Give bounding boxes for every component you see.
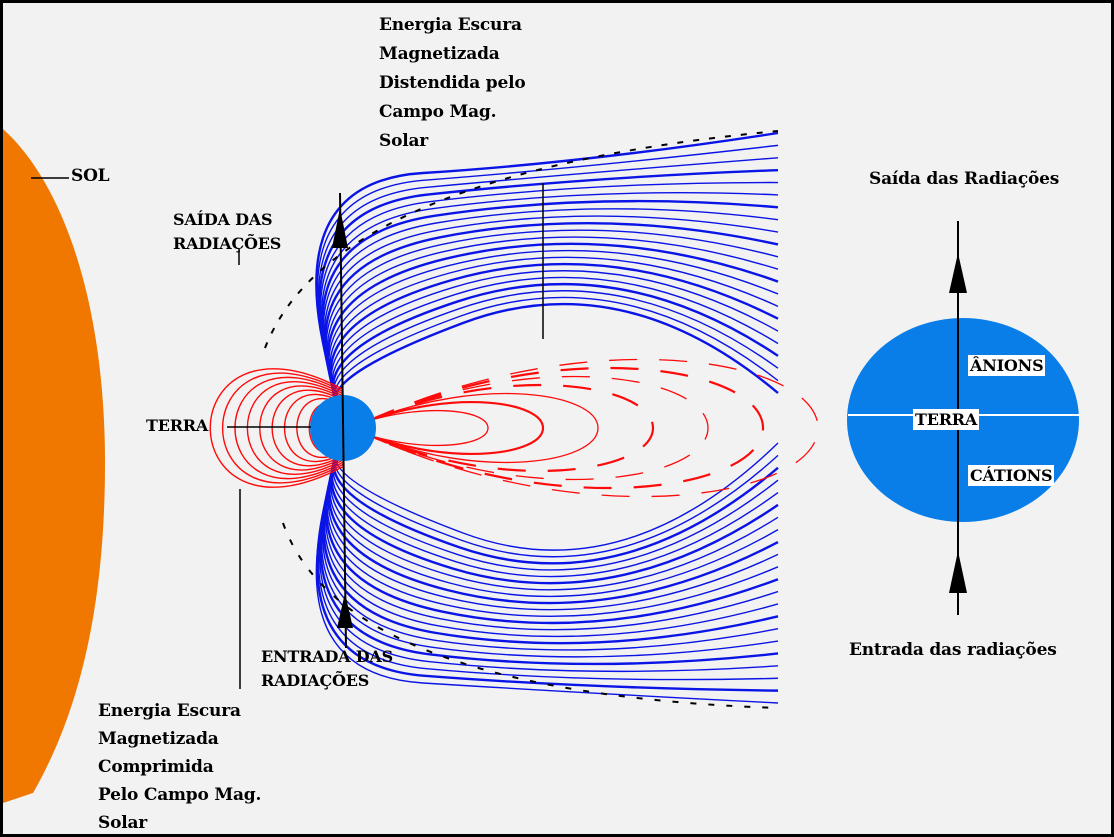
field-line-bottom [323, 442, 779, 638]
inner-loop-dayside [259, 385, 344, 471]
anions-label: ÂNIONS [968, 355, 1046, 376]
field-line-bottom [325, 442, 779, 625]
compressed-line-5: Solar [98, 813, 148, 833]
compressed-line-2: Magnetizada [98, 729, 219, 749]
inner-loop-nightside [367, 400, 545, 456]
field-line-top [315, 131, 779, 414]
field-line-top [328, 249, 779, 414]
distended-energy-label: Energia Escura Magnetizada Distendida pe… [379, 11, 526, 156]
field-line-top [322, 208, 779, 414]
distended-line-4: Campo Mag. [379, 102, 497, 122]
sun-body [3, 129, 105, 803]
inner-loop-nightside [367, 375, 709, 481]
field-line-top [330, 270, 779, 414]
field-line-bottom [317, 442, 779, 681]
compressed-line-4: Pelo Campo Mag. [98, 785, 262, 805]
distended-line-5: Solar [379, 131, 429, 151]
arrow-up-left-bottom [337, 593, 353, 628]
field-line-bottom [322, 442, 779, 645]
field-line-top [324, 222, 779, 414]
field-line-bottom [332, 442, 779, 565]
inner-loop-nightside [367, 409, 489, 447]
radiation-entry-left-label: ENTRADA DAS RADIAÇÕES [261, 645, 393, 693]
field-line-bottom [327, 442, 779, 605]
inner-loop-dayside [209, 368, 344, 488]
earth-left-label: TERRA [146, 416, 209, 435]
exit-left-line-1: SAÍDA DAS [173, 210, 273, 229]
field-line-top [326, 242, 779, 414]
field-line-top [320, 192, 779, 414]
field-line-top [323, 215, 779, 414]
inner-loop-dayside [246, 381, 344, 475]
inner-loop-nightside [367, 367, 765, 489]
field-line-bottom [333, 442, 779, 558]
inner-loop-dayside [296, 398, 344, 458]
field-line-bottom [330, 442, 779, 585]
field-line-bottom [328, 442, 779, 598]
field-line-top [331, 282, 779, 414]
arrow-up-right-top [949, 253, 967, 293]
boundary-top [264, 130, 779, 349]
inner-loop-nightside [367, 358, 819, 498]
inner-loop-dayside [283, 394, 344, 462]
distended-line-3: Distendida pelo [379, 73, 526, 93]
field-line-top [333, 302, 779, 414]
field-line-top [328, 256, 779, 414]
field-line-bottom [321, 442, 779, 651]
compressed-line-3: Comprimida [98, 757, 214, 777]
compressed-field-lines [264, 130, 779, 709]
distended-line-1: Energia Escura [379, 15, 522, 35]
field-line-bottom [331, 442, 779, 578]
inner-field-lines [209, 358, 819, 498]
distended-line-2: Magnetizada [379, 44, 500, 64]
field-line-bottom [334, 442, 779, 551]
field-line-bottom [320, 442, 779, 658]
radiation-exit-right-label: Saída das Radiações [869, 169, 1060, 189]
field-line-top [332, 290, 779, 414]
inner-loop-dayside [271, 389, 344, 467]
field-line-bottom [326, 442, 779, 618]
radiation-entry-right-label: Entrada das radiações [849, 640, 1057, 660]
field-line-bottom [316, 442, 779, 692]
field-line-top [329, 262, 779, 414]
field-line-bottom [319, 442, 779, 666]
field-line-bottom [329, 442, 779, 591]
field-line-top [318, 168, 779, 414]
field-line-bottom [332, 442, 779, 571]
field-line-bottom [327, 442, 779, 611]
earth-right-label: TERRA [913, 409, 980, 430]
field-line-top [333, 296, 779, 414]
field-line-top [331, 276, 779, 414]
inner-loop-nightside [367, 383, 655, 473]
compressed-energy-label: Energia Escura Magnetizada Comprimida Pe… [98, 697, 262, 834]
exit-left-line-2: RADIAÇÕES [173, 234, 282, 253]
field-line-top [319, 181, 779, 414]
inner-loop-dayside [234, 376, 344, 480]
arrow-up-left [332, 208, 348, 248]
arrow-up-right-bottom [949, 551, 967, 593]
cations-label: CÁTIONS [968, 465, 1055, 486]
entry-left-line-1: ENTRADA DAS [261, 647, 393, 666]
field-line-top [316, 144, 779, 414]
radiation-exit-left-label: SAÍDA DAS RADIAÇÕES [173, 208, 281, 256]
field-line-top [326, 236, 779, 414]
sun-label: SOL [71, 166, 110, 186]
field-line-top [325, 229, 779, 414]
field-line-bottom [324, 442, 779, 631]
inner-loop-nightside [367, 392, 599, 464]
field-line-top [321, 199, 779, 414]
entry-left-line-2: RADIAÇÕES [261, 671, 370, 690]
left-axis-line [339, 192, 347, 649]
inner-loop-dayside [222, 372, 344, 484]
compressed-line-1: Energia Escura [98, 701, 241, 721]
